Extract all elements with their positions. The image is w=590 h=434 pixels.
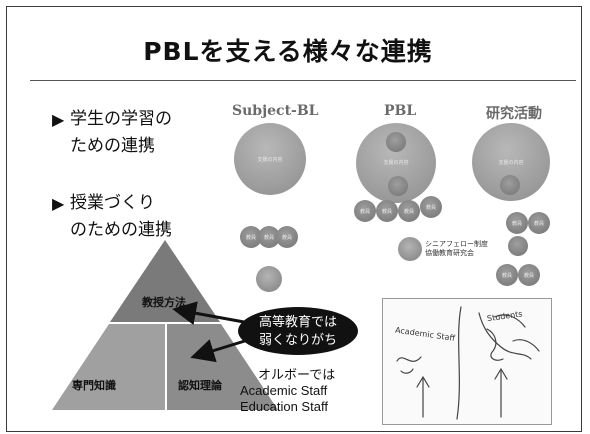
pbl-note: シニアフェロー制度 協働教育研究会	[425, 240, 488, 257]
sketch-label-academic: Academic Staff	[395, 326, 456, 343]
column-label-research: 研究活動	[486, 106, 542, 122]
faculty-node: 教員	[376, 200, 398, 222]
title-divider	[30, 80, 576, 81]
faculty-node: 教員	[354, 200, 376, 222]
faculty-node: 教員	[398, 200, 420, 222]
faculty-node: 教員	[528, 212, 550, 234]
column-label-subject-bl: Subject-BL	[232, 103, 319, 119]
faculty-node: 教員	[496, 264, 518, 286]
bullet-line: 授業づくり	[70, 193, 155, 213]
bullet-marker-icon: ▶	[52, 194, 65, 213]
pyramid-bottom-left-section	[52, 324, 165, 410]
faculty-node: 教員	[420, 196, 442, 218]
pyramid-label-cognitive-theory: 認知理論	[178, 379, 222, 392]
faculty-node	[388, 176, 408, 196]
faculty-node: 教員	[276, 226, 298, 248]
slide-title: PBLを支える様々な連携	[143, 37, 433, 66]
faculty-node: 教員	[258, 226, 280, 248]
pyramid-label-teaching-methods: 教授方法	[142, 296, 186, 309]
faculty-node: 教員	[506, 212, 528, 234]
faculty-node	[386, 132, 406, 152]
faculty-node: 教員	[240, 226, 262, 248]
subject-bl-support-circle: 支援の内容	[234, 123, 306, 195]
bullet-line: ための連携	[70, 136, 155, 156]
bullet-marker-icon: ▶	[52, 110, 65, 129]
hand-drawn-sketch-image: Academic Staff Students	[382, 298, 552, 425]
faculty-node: 教員	[518, 264, 540, 286]
student-node	[398, 237, 422, 261]
faculty-node	[500, 175, 520, 195]
bubble-line: 弱くなりがち	[258, 333, 337, 348]
column-label-pbl: PBL	[384, 103, 417, 119]
callout-bubble: 高等教育では 弱くなりがち	[238, 307, 358, 355]
bubble-line: 高等教育では	[258, 315, 337, 330]
bullet-line: のための連携	[70, 220, 172, 240]
student-node	[256, 266, 282, 292]
pyramid-label-expertise: 専門知識	[72, 379, 116, 392]
faculty-node	[508, 236, 528, 256]
aalborg-note: オルボーでは Academic Staff Education Staff	[240, 367, 336, 414]
bullet-line: 学生の学習の	[70, 109, 172, 129]
sketch-label-students: Students	[486, 309, 523, 323]
